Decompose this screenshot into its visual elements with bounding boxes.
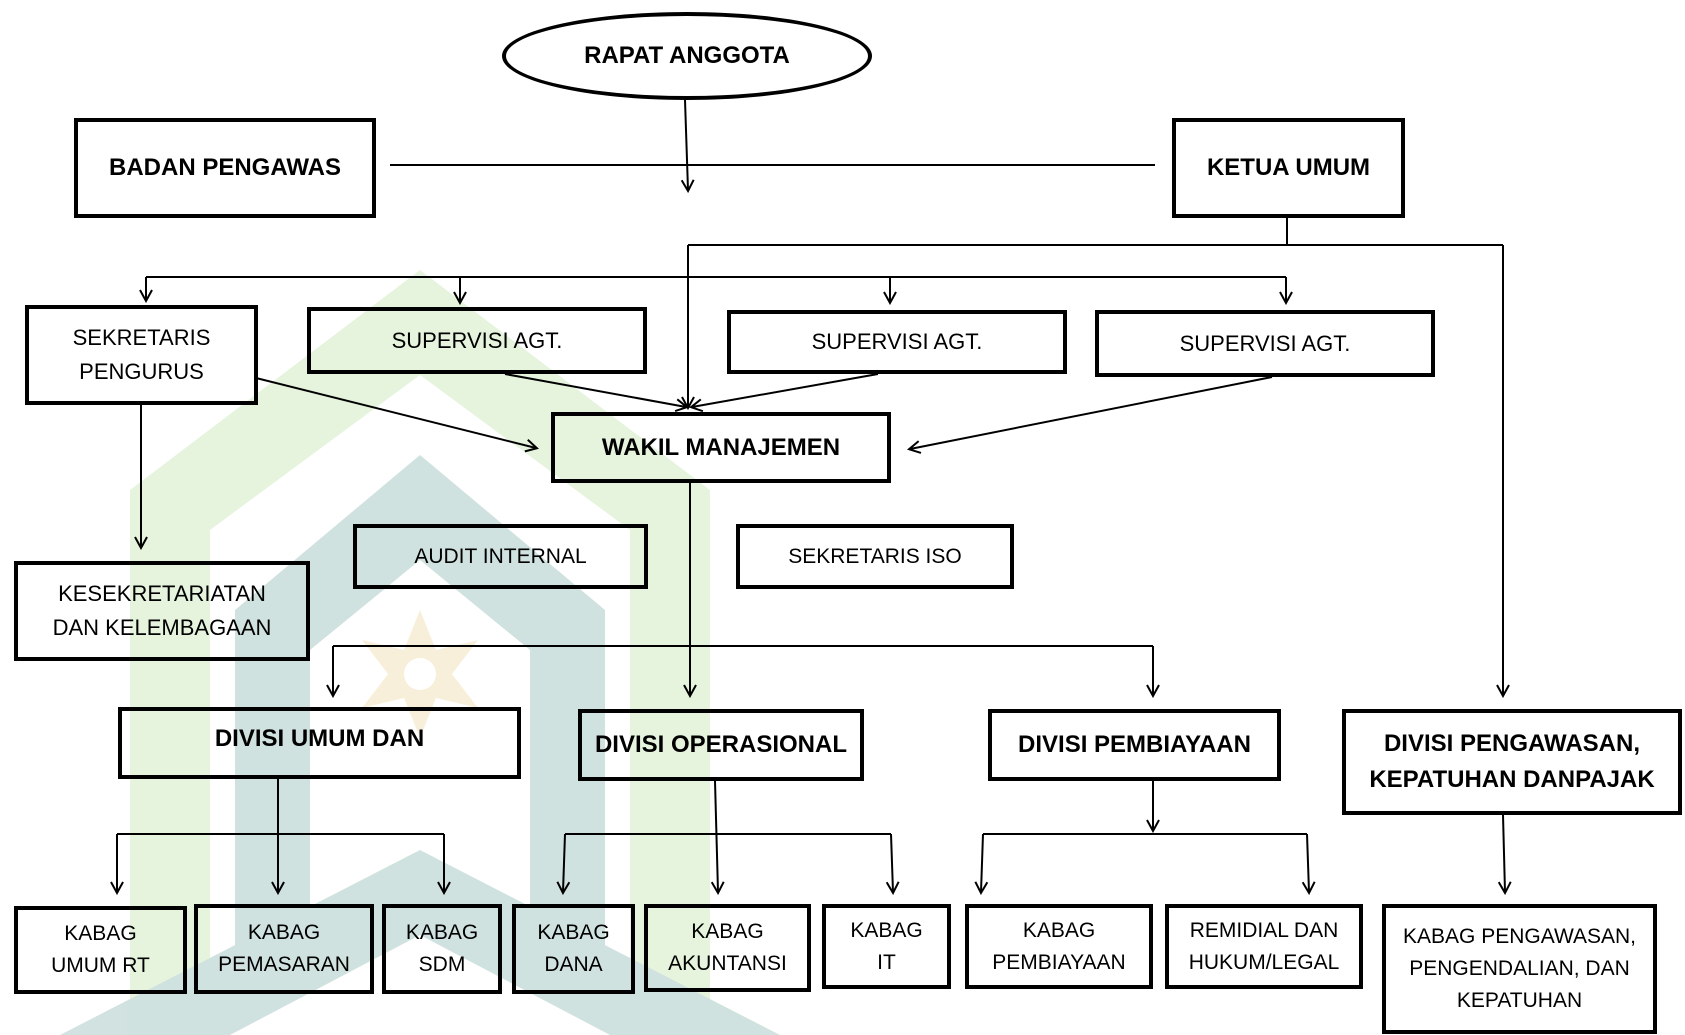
node-label: DIVISI PEMBIAYAAN — [1018, 731, 1251, 758]
node-label: KABAG SDM — [405, 921, 479, 976]
node-divisi-pengawasan: DIVISI PENGAWASAN, KEPATUHAN DANPAJAK — [1342, 709, 1682, 815]
node-kabag-pemasaran: KABAG PEMASARAN — [194, 904, 374, 994]
node-supervisi-1: SUPERVISI AGT. — [307, 307, 647, 374]
node-kabag-it: KABAG IT — [822, 904, 951, 989]
node-divisi-umum: DIVISI UMUM DAN — [118, 707, 521, 779]
node-kabag-akuntansi: KABAG AKUNTANSI — [644, 904, 811, 992]
node-kabag-pembiayaan: KABAG PEMBIAYAAN — [965, 904, 1153, 989]
node-label: RAPAT ANGGOTA — [584, 42, 790, 69]
node-sekretaris-iso: SEKRETARIS ISO — [736, 524, 1014, 589]
node-ketua-umum: KETUA UMUM — [1172, 118, 1405, 218]
node-label: AUDIT INTERNAL — [414, 544, 587, 568]
node-label: KABAG IT — [850, 918, 923, 974]
node-divisi-pembiayaan: DIVISI PEMBIAYAAN — [988, 709, 1281, 781]
node-kabag-umum-rt: KABAG UMUM RT — [14, 906, 187, 994]
node-label: KABAG PEMBIAYAAN — [992, 918, 1126, 974]
node-supervisi-2: SUPERVISI AGT. — [727, 310, 1067, 374]
node-label: KABAG UMUM RT — [51, 922, 150, 977]
node-label: SUPERVISI AGT. — [1179, 330, 1351, 356]
node-label: SEKRETARIS PENGURUS — [72, 325, 211, 384]
node-kabag-dana: KABAG DANA — [512, 904, 635, 994]
node-label: SEKRETARIS ISO — [788, 544, 962, 568]
node-wakil-manajemen: WAKIL MANAJEMEN — [551, 412, 891, 483]
node-badan-pengawas: BADAN PENGAWAS — [74, 118, 376, 218]
node-label: KABAG AKUNTANSI — [668, 920, 787, 975]
node-label: KESEKRETARIATAN DAN KELEMBAGAAN — [52, 581, 272, 640]
node-label: SUPERVISI AGT. — [391, 327, 563, 353]
node-rapat-anggota: RAPAT ANGGOTA — [502, 12, 872, 100]
node-label: KABAG PENGAWASAN, PENGENDALIAN, DAN KEPA… — [1403, 925, 1636, 1012]
node-kabag-pengawasan: KABAG PENGAWASAN, PENGENDALIAN, DAN KEPA… — [1382, 904, 1657, 1034]
node-supervisi-3: SUPERVISI AGT. — [1095, 310, 1435, 377]
node-kesekretariatan: KESEKRETARIATAN DAN KELEMBAGAAN — [14, 561, 310, 661]
node-divisi-operasional: DIVISI OPERASIONAL — [578, 709, 864, 781]
node-label: SUPERVISI AGT. — [811, 329, 983, 354]
node-label: DIVISI UMUM DAN — [214, 725, 425, 752]
node-label: KETUA UMUM — [1206, 154, 1371, 181]
node-label: DIVISI OPERASIONAL — [594, 731, 848, 758]
node-kabag-sdm: KABAG SDM — [382, 904, 502, 994]
node-label: DIVISI PENGAWASAN, KEPATUHAN DANPAJAK — [1369, 730, 1655, 793]
node-sekretaris-pengurus: SEKRETARIS PENGURUS — [25, 305, 258, 405]
node-label: BADAN PENGAWAS — [108, 154, 342, 181]
node-label: KABAG PEMASARAN — [218, 921, 350, 976]
node-remidial: REMIDIAL DAN HUKUM/LEGAL — [1165, 904, 1363, 989]
node-label: REMIDIAL DAN HUKUM/LEGAL — [1188, 918, 1340, 974]
node-label: KABAG DANA — [537, 921, 610, 976]
node-audit-internal: AUDIT INTERNAL — [353, 524, 648, 589]
node-label: WAKIL MANAJEMEN — [601, 433, 841, 461]
